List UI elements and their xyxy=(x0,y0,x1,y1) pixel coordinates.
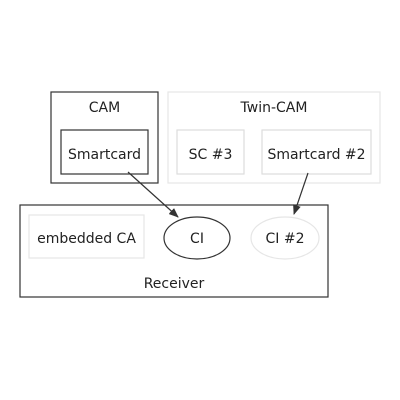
receiver-cluster: embedded CA CI CI #2 Receiver xyxy=(19,204,329,298)
twin-cam-cluster: Twin-CAM SC #3 Smartcard #2 xyxy=(167,91,381,184)
sc3-node-border xyxy=(176,129,245,175)
twin-cam-cluster-border xyxy=(167,91,381,184)
ci-node-border xyxy=(163,216,231,260)
smartcard-node-border xyxy=(60,129,149,175)
smartcard2-label: Smartcard #2 xyxy=(267,147,365,163)
twin-cam-title: Twin-CAM xyxy=(240,100,308,116)
receiver-title: Receiver xyxy=(144,276,205,292)
cam-cluster: CAM Smartcard xyxy=(50,91,159,184)
receiver-cluster-border xyxy=(19,204,329,298)
edge-smartcard-to-ci xyxy=(127,171,179,218)
ci-label: CI xyxy=(190,231,204,247)
embedded-ca-label: embedded CA xyxy=(37,231,136,247)
embedded-ca-node-border xyxy=(28,214,145,259)
edge-smartcard2-to-ci2 xyxy=(293,172,309,215)
ci2-label: CI #2 xyxy=(266,231,305,247)
smartcard2-node-border xyxy=(261,129,372,175)
cam-cluster-border xyxy=(50,91,159,184)
cam-title: CAM xyxy=(89,100,120,116)
smartcard-label: Smartcard xyxy=(68,147,141,163)
ci2-node-border xyxy=(250,216,320,260)
sc3-label: SC #3 xyxy=(189,147,233,163)
